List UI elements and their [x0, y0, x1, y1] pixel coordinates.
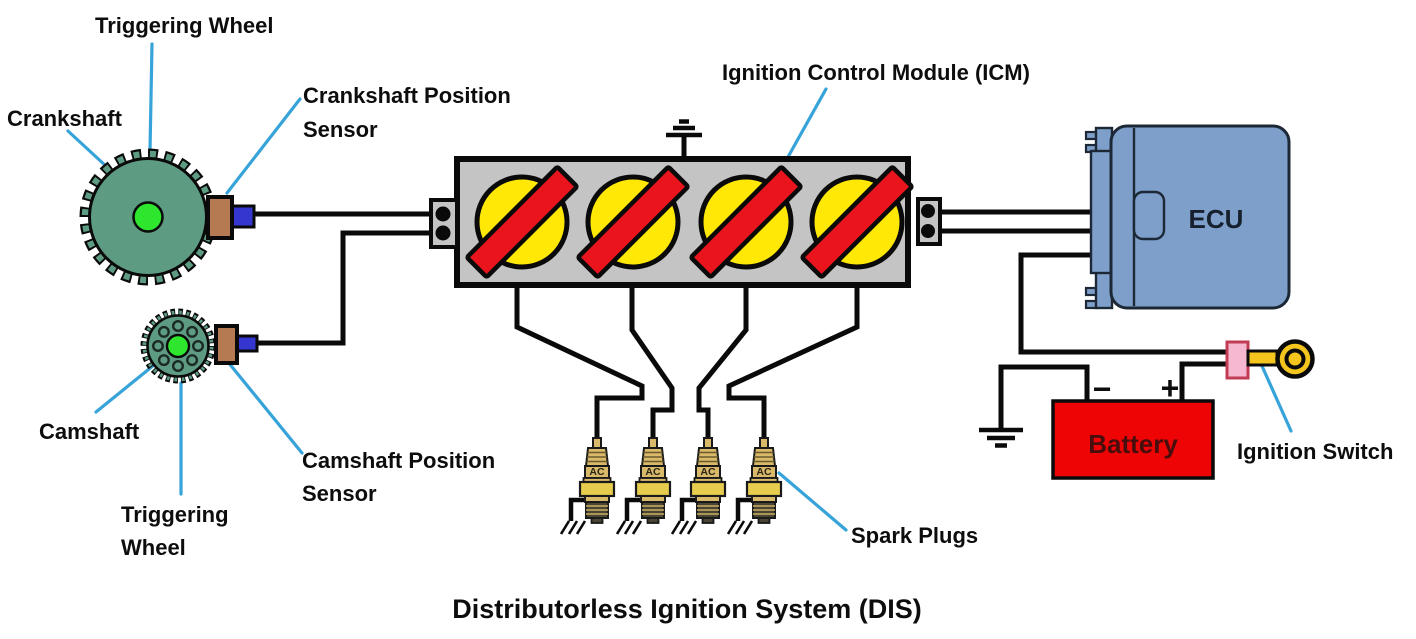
wire-coil1-to-plug1	[514, 264, 645, 438]
label-spark-plugs: Spark Plugs	[851, 523, 978, 548]
label-crankshaft: Crankshaft	[7, 106, 123, 131]
label-triggering-wheel-bottom-line1: Triggering	[121, 502, 229, 527]
camshaft-triggering-wheel	[140, 308, 216, 384]
label-crankshaft-sensor-line1: Crankshaft Position	[303, 83, 511, 108]
spark-plug-3-brand: AC	[700, 466, 716, 478]
label-crankshaft-sensor-line2: Sensor	[303, 117, 378, 142]
spark-plug-3	[672, 438, 725, 534]
crankshaft-position-sensor	[206, 195, 256, 240]
switch-body	[1225, 340, 1250, 380]
camshaft-position-sensor	[214, 324, 259, 365]
battery-box	[1051, 399, 1215, 480]
spark-plug-2-brand: AC	[645, 466, 661, 478]
wire-coil3-to-plug3	[696, 264, 749, 438]
camshaft-center	[165, 333, 191, 359]
pointer-lines	[66, 42, 1293, 532]
battery-label: Battery	[1088, 429, 1178, 459]
pointer-crankshaft-sensor	[225, 97, 302, 195]
crankshaft-center	[132, 201, 164, 233]
ecu-bump	[1132, 190, 1166, 241]
ecu: ECU	[1084, 124, 1291, 310]
battery-minus-sign: −	[1093, 371, 1112, 407]
icm-right-connector	[916, 197, 942, 246]
pointer-triggering-wheel-top	[148, 42, 154, 153]
spark-plug-4	[728, 438, 781, 534]
icm-ground-symbol	[666, 119, 702, 138]
pointer-icm	[786, 87, 828, 159]
label-camshaft-sensor-line1: Camshaft Position	[302, 448, 495, 473]
pointer-camshaft-sensor	[226, 360, 304, 455]
wire-coil2-to-plug2	[629, 264, 675, 438]
crankshaft-triggering-wheel	[79, 148, 217, 286]
label-triggering-wheel-bottom-line2: Wheel	[121, 535, 186, 560]
ignition-control-module	[429, 156, 942, 288]
label-icm: Ignition Control Module (ICM)	[722, 60, 1030, 85]
battery-plus-sign: +	[1161, 370, 1180, 406]
wire-battery-minus-to-ground	[998, 364, 1090, 430]
label-camshaft-sensor-line2: Sensor	[302, 481, 377, 506]
spark-plug-1-brand: AC	[589, 466, 605, 478]
battery-ground-symbol	[979, 427, 1023, 448]
wiring	[254, 137, 1226, 438]
battery: Battery − +	[1051, 370, 1215, 480]
spark-plugs-group: AC AC AC AC	[561, 438, 781, 534]
label-camshaft: Camshaft	[39, 419, 140, 444]
ecu-label: ECU	[1189, 204, 1244, 234]
diagram-labels: Triggering Wheel Crankshaft Crankshaft P…	[7, 13, 1393, 624]
wire-cam-sensor-to-icm	[257, 230, 431, 346]
wire-ecu-to-ignition-switch	[1018, 252, 1226, 355]
wire-coil4-to-plug4	[726, 264, 860, 438]
pointer-ignition-switch	[1260, 364, 1293, 433]
ignition-switch-key	[1225, 339, 1315, 380]
diagram-title: Distributorless Ignition System (DIS)	[452, 594, 922, 624]
key-shaft	[1246, 349, 1279, 367]
spark-plug-4-brand: AC	[756, 466, 772, 478]
ecu-box	[1109, 124, 1291, 310]
icm-left-connector	[429, 198, 459, 249]
key-ring-inner	[1284, 348, 1306, 370]
label-triggering-wheel-top: Triggering Wheel	[95, 13, 273, 38]
label-ignition-switch: Ignition Switch	[1237, 439, 1393, 464]
pointer-spark-plugs	[777, 471, 848, 532]
spark-plug-2	[617, 438, 670, 534]
cam-wheel-holes	[152, 320, 205, 373]
spark-plug-1	[561, 438, 614, 534]
wire-battery-plus-to-switch	[1179, 361, 1226, 401]
ecu-connector-mid	[1089, 149, 1114, 275]
